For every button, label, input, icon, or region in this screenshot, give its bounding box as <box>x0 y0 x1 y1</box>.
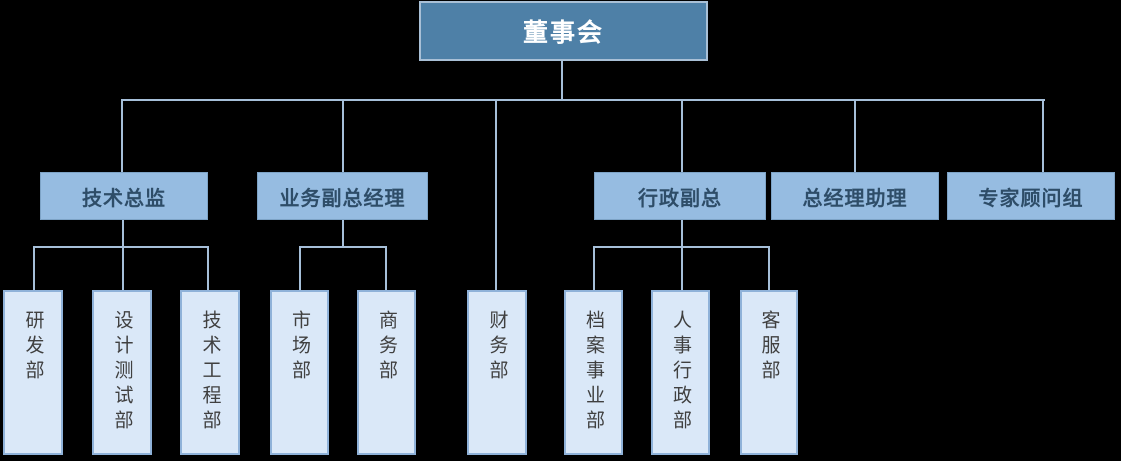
org-node-tech-engineering-dept-label: 技术工程部 <box>199 310 221 435</box>
org-node-tech-engineering-dept: 技术工程部 <box>180 290 240 455</box>
connector-drop-finance-dept <box>495 99 497 290</box>
org-node-business-vp: 业务副总经理 <box>257 172 428 220</box>
org-node-design-test-dept-label: 设计测试部 <box>111 310 133 435</box>
org-node-business-vp-label: 业务副总经理 <box>279 187 406 210</box>
connector-tech-bus <box>33 246 209 248</box>
org-node-gm-assistant: 总经理助理 <box>771 172 939 220</box>
org-node-admin-vp: 行政副总 <box>594 172 766 220</box>
org-node-commerce-dept-label: 商务部 <box>376 310 397 385</box>
org-node-hr-admin-dept-label: 人事行政部 <box>670 310 691 435</box>
connector-admin-bus <box>593 246 770 248</box>
org-node-archives-dept-label: 档案事业部 <box>583 310 604 435</box>
org-node-customer-service-dept-label: 客服部 <box>758 310 780 385</box>
connector-drop-business-vp <box>342 99 344 172</box>
connector-root-drop <box>561 61 563 100</box>
org-node-rd-dept: 研发部 <box>3 290 63 455</box>
connector-admin-left-drop <box>593 246 595 290</box>
org-node-tech-director: 技术总监 <box>40 172 208 220</box>
connector-biz-drop <box>342 220 344 247</box>
connector-admin-mid-drop <box>681 220 683 290</box>
connector-tech-left-drop <box>33 246 35 290</box>
org-node-admin-vp-label: 行政副总 <box>638 187 722 210</box>
connector-main-bus <box>121 99 1045 101</box>
org-node-finance-dept: 财务部 <box>467 290 527 455</box>
org-node-expert-group: 专家顾问组 <box>947 172 1115 220</box>
org-node-marketing-dept-label: 市场部 <box>289 310 310 385</box>
connector-biz-bus <box>299 246 387 248</box>
connector-drop-gm-assistant <box>854 99 856 172</box>
org-node-hr-admin-dept: 人事行政部 <box>651 290 710 455</box>
org-node-board: 董事会 <box>419 1 708 61</box>
org-node-gm-assistant-label: 总经理助理 <box>802 187 908 210</box>
org-node-archives-dept: 档案事业部 <box>564 290 623 455</box>
org-node-board-label: 董事会 <box>522 19 604 47</box>
connector-drop-tech-director <box>121 99 123 172</box>
connector-tech-mid-drop <box>122 220 124 290</box>
connector-tech-right-drop <box>207 246 209 290</box>
org-node-rd-dept-label: 研发部 <box>22 310 44 385</box>
org-node-tech-director-label: 技术总监 <box>82 187 166 210</box>
org-node-customer-service-dept: 客服部 <box>740 290 798 455</box>
connector-drop-expert-group <box>1042 99 1044 173</box>
connector-biz-left-drop <box>299 246 301 290</box>
connector-biz-right-drop <box>385 246 387 290</box>
connector-admin-right-drop <box>768 246 770 290</box>
org-node-finance-dept-label: 财务部 <box>486 310 508 385</box>
org-node-commerce-dept: 商务部 <box>357 290 416 455</box>
org-node-design-test-dept: 设计测试部 <box>92 290 152 455</box>
org-node-expert-group-label: 专家顾问组 <box>978 187 1084 210</box>
org-node-marketing-dept: 市场部 <box>270 290 329 455</box>
connector-drop-admin-vp <box>681 99 683 172</box>
